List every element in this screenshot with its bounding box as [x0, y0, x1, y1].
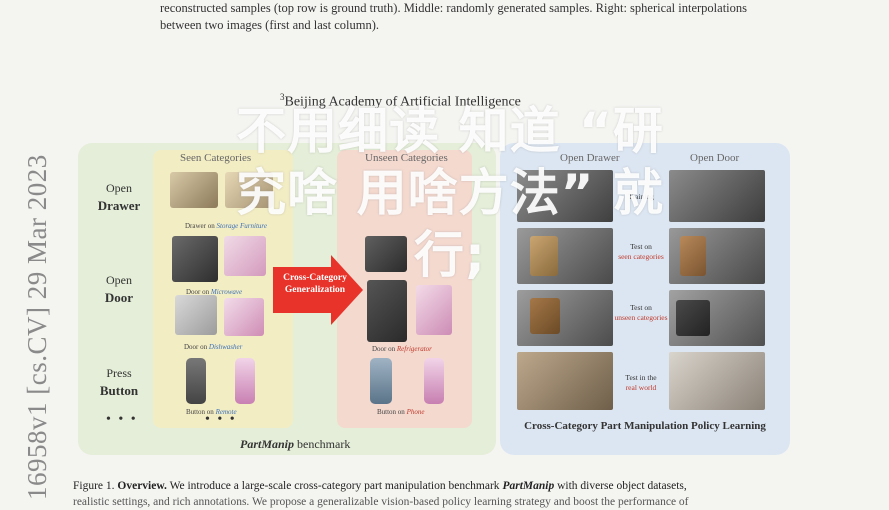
benchmark-name: PartManip: [240, 437, 295, 451]
seen-drawer-cabinet: [530, 236, 558, 276]
open-door-column-title: Open Door: [690, 152, 740, 164]
figure-caption-text-2: with diverse object datasets,: [554, 480, 687, 492]
affiliation: 3Beijing Academy of Artificial Intellige…: [280, 92, 521, 111]
row-highlight: unseen categories: [614, 313, 668, 322]
dishwasher-image: [175, 295, 217, 335]
unseen-item-label: Door on Refrigerator: [372, 345, 432, 353]
seen-categories-title: Seen Categories: [180, 152, 252, 164]
row-label-training: Training: [613, 192, 669, 202]
seen-item-label: Door on Dishwasher: [184, 343, 242, 351]
seen-item-label: Door on Microwave: [186, 288, 242, 296]
subtitle-line-2: 究啥 用啥方法” 就: [236, 164, 664, 222]
row-noun: Drawer: [97, 198, 141, 213]
figure-caption-name: PartManip: [502, 480, 555, 492]
row-noun: Button: [99, 383, 139, 398]
top-caption: reconstructed samples (top row is ground…: [160, 1, 748, 32]
row-label-open-door: Open Door: [84, 272, 154, 307]
row-text: Test on: [630, 242, 652, 251]
figure-caption-line-2: realistic settings, and rich annotations…: [73, 496, 689, 508]
real-world-door-photo: [669, 352, 765, 410]
row-text: Test in the: [625, 373, 657, 382]
item-prefix: Door on: [186, 288, 210, 296]
row-highlight: real world: [625, 383, 657, 392]
row-dots: • • •: [106, 412, 138, 427]
row-highlight: seen categories: [618, 252, 664, 261]
item-prefix: Button on: [377, 408, 405, 416]
row-noun: Door: [104, 290, 134, 305]
refrigerator-image: [365, 236, 407, 272]
row-text: Test on: [630, 303, 652, 312]
microwave-image: [172, 236, 218, 282]
figure-caption-bold: Overview.: [117, 480, 167, 492]
video-subtitle-overlay: 不用细读 知道 “研 究啥 用啥方法” 就 行;: [160, 100, 740, 286]
figure-caption: Figure 1. Overview. We introduce a large…: [73, 478, 803, 510]
phone-image-2: [424, 358, 444, 404]
policy-learning-label: Cross-Category Part Manipulation Policy …: [524, 420, 766, 432]
seen-column-dots: • • •: [205, 412, 237, 427]
unseen-drawer-table: [530, 298, 560, 334]
affiliation-text: Beijing Academy of Artificial Intelligen…: [284, 94, 521, 110]
training-door-render: [669, 170, 765, 222]
item-object: Dishwasher: [208, 343, 243, 351]
item-prefix: Door on: [184, 343, 208, 351]
item-prefix: Drawer on: [185, 222, 215, 230]
figure-caption-text: We introduce a large-scale cross-categor…: [166, 480, 503, 492]
seen-door-cabinet: [680, 236, 706, 276]
storage-furniture-image: [170, 172, 218, 208]
unseen-item-label: Button on Phone: [377, 408, 424, 416]
item-object: Remote: [215, 408, 237, 416]
training-drawer-render: [517, 170, 613, 222]
affiliation-marker: 3: [280, 92, 285, 102]
item-object: Phone: [406, 408, 425, 416]
arrow-label: Cross-Category Generalization: [283, 273, 347, 295]
row-verb: Open: [106, 181, 132, 195]
microwave-image-2: [224, 236, 266, 276]
remote-image: [186, 358, 206, 404]
unseen-door-object: [676, 300, 710, 336]
row-verb: Press: [106, 366, 132, 380]
phone-image: [370, 358, 392, 404]
item-object: Storage Furniture: [216, 222, 268, 230]
refrigerator-image-2: [416, 285, 452, 335]
row-label-press-button: Press Button: [84, 365, 154, 400]
seen-item-label: Button on Remote: [186, 408, 237, 416]
open-drawer-column-title: Open Drawer: [560, 152, 620, 164]
row-label-open-drawer: Open Drawer: [84, 180, 154, 215]
item-prefix: Button on: [186, 408, 214, 416]
real-world-drawer-photo: [517, 352, 613, 410]
item-object: Refrigerator: [396, 345, 432, 353]
item-object: Microwave: [210, 288, 243, 296]
seen-item-label: Drawer on Storage Furniture: [185, 222, 267, 230]
subtitle-line-3: 行;: [414, 226, 486, 284]
benchmark-suffix: benchmark: [294, 437, 351, 451]
refrigerator-body-image: [367, 280, 407, 342]
row-verb: Open: [106, 273, 132, 287]
arxiv-stamp: 16958v1 [cs.CV] 29 Mar 2023: [22, 154, 52, 500]
storage-furniture-image-2: [225, 172, 273, 208]
benchmark-label: PartManip benchmark: [240, 437, 350, 452]
subtitle-line-1: 不用细读 知道 “研: [236, 102, 664, 160]
remote-image-2: [235, 358, 255, 404]
item-prefix: Door on: [372, 345, 396, 353]
row-text: Training: [628, 192, 654, 201]
cross-category-arrow-icon: [273, 255, 363, 325]
unseen-categories-title: Unseen Categories: [365, 152, 448, 164]
figure-number: Figure 1.: [73, 480, 115, 492]
dishwasher-image-2: [224, 298, 264, 336]
